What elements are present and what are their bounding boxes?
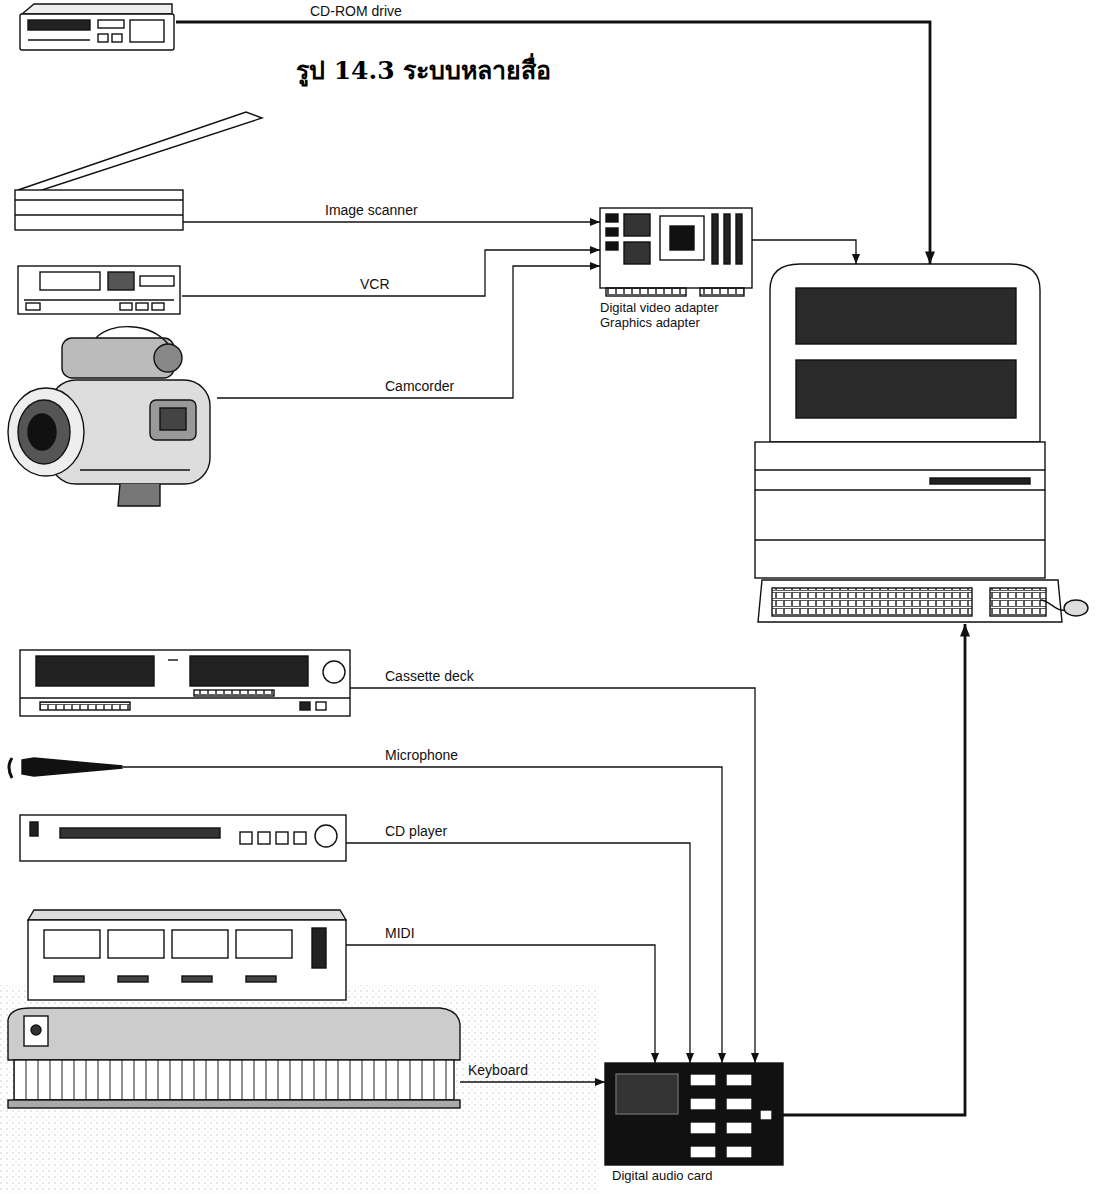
video-adapter-picture (600, 208, 752, 296)
video-adapter-node: Digital video adapterGraphics adapter (600, 208, 752, 298)
cd-player-node: CD player (20, 815, 346, 861)
device-label: VCR (360, 276, 390, 292)
computer-picture (755, 264, 1088, 622)
device-label: Digital audio card (612, 1168, 712, 1183)
cdrom-drive-node: CD-ROM drive (18, 2, 176, 52)
signal-connector (183, 221, 600, 222)
device-label: Microphone (385, 747, 458, 763)
microphone-node: Microphone (6, 756, 123, 780)
signal-connector (176, 22, 930, 264)
music-keyboard-node: Keyboard (8, 1008, 460, 1108)
image-scanner-node: Image scanner (15, 112, 183, 232)
device-label: Cassette deck (385, 668, 474, 684)
device-label: Keyboard (468, 1062, 528, 1078)
midi-unit-node: MIDI (28, 910, 346, 1000)
device-label: Image scanner (325, 202, 418, 218)
vcr-picture (18, 266, 180, 314)
device-label: CD player (385, 823, 447, 839)
signal-connector (182, 250, 600, 296)
cassette-deck-picture (20, 650, 350, 716)
signal-connector (460, 1081, 605, 1082)
signal-connector (123, 767, 722, 1063)
signal-connector (217, 266, 600, 398)
music-keyboard-picture (8, 1008, 460, 1108)
signal-connector (346, 843, 690, 1063)
microphone-picture (9, 758, 122, 778)
signal-connector (752, 240, 856, 264)
audio-card-picture (605, 1063, 783, 1165)
device-label: Digital video adapter (600, 300, 719, 315)
signal-connector (346, 945, 655, 1063)
device-label: Graphics adapter (600, 315, 700, 330)
camcorder-node: Camcorder (5, 334, 217, 510)
stipple-ground (0, 985, 600, 1194)
camcorder-picture (8, 327, 210, 506)
device-label: Camcorder (385, 378, 454, 394)
device-label: CD-ROM drive (310, 3, 402, 19)
midi-unit-picture (28, 910, 346, 1000)
computer-node (755, 264, 1088, 624)
device-label: MIDI (385, 925, 415, 941)
cassette-deck-node: Cassette deck (20, 650, 350, 716)
signal-connector (783, 624, 965, 1115)
figure-title: รูป 14.3 ระบบหลายสื่อ (296, 56, 551, 86)
audio-card-node: Digital audio card (605, 1063, 783, 1165)
signal-connector (350, 688, 755, 1063)
vcr-node: VCR (18, 264, 182, 316)
cdrom-drive-picture (20, 4, 174, 50)
cd-player-picture (20, 815, 346, 861)
scanner-picture (15, 112, 262, 230)
